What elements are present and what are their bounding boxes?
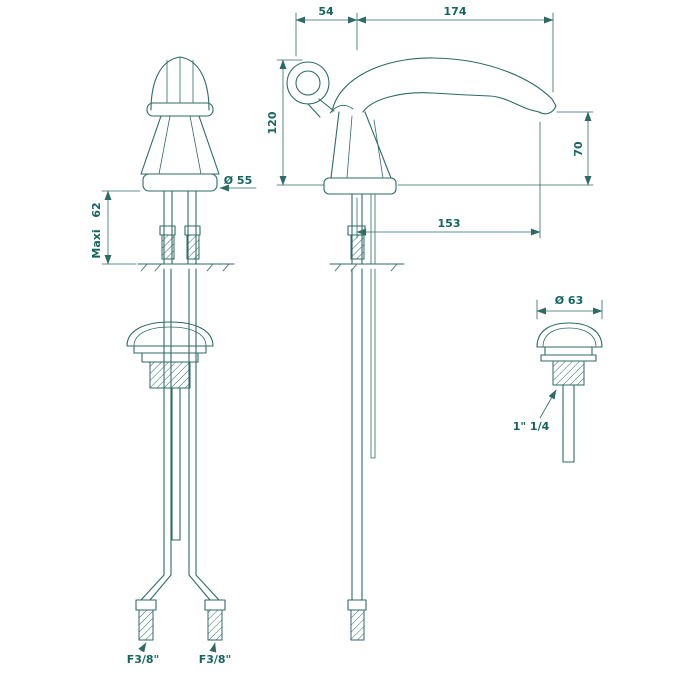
side-dimensions: 54 174 120 70 153 (266, 5, 594, 239)
dim-174-label: 174 (444, 5, 467, 18)
side-deck-line (329, 263, 405, 272)
side-base-flange (323, 177, 397, 195)
front-popup-waste (126, 321, 214, 541)
dim-diameter-63-label: Ø 63 (555, 294, 584, 307)
front-hose-fitting-right (204, 599, 226, 641)
side-supply-tail (347, 193, 376, 265)
front-deck-line (137, 263, 235, 272)
dim-62-value: 62 (90, 202, 103, 217)
waste-view (536, 322, 603, 463)
front-view (126, 56, 235, 641)
front-body (140, 115, 220, 175)
waste-thread (552, 360, 585, 386)
front-supply-tails (159, 190, 201, 265)
dim-120-label: 120 (266, 111, 279, 134)
side-hose-and-rod (351, 268, 376, 601)
dim-153-label: 153 (438, 217, 461, 230)
waste-cap (536, 322, 603, 362)
side-hose-fitting (347, 599, 367, 641)
label-hose-right: F3/8" (199, 653, 232, 666)
front-hose-fitting-left (135, 599, 157, 641)
label-waste-thread: 1" 1/4 (513, 420, 550, 433)
dim-70-label: 70 (572, 141, 585, 157)
front-base-flange (142, 173, 218, 192)
side-spout (331, 57, 557, 115)
dim-62-maxi-label: Maxi (90, 229, 103, 258)
label-hose-left: F3/8" (127, 653, 160, 666)
front-supply-hoses (140, 268, 220, 601)
side-view (286, 57, 557, 641)
waste-dimensions: Ø 63 1" 1/4 (513, 294, 603, 433)
dim-diameter-55-label: Ø 55 (224, 174, 253, 187)
waste-tailpipe (562, 384, 575, 463)
front-handle-knob (146, 56, 214, 117)
front-dimensions: 62 Maxi Ø 55 F3/8" F3/8" (90, 174, 257, 666)
dim-54-label: 54 (318, 5, 334, 18)
side-body (330, 111, 392, 179)
